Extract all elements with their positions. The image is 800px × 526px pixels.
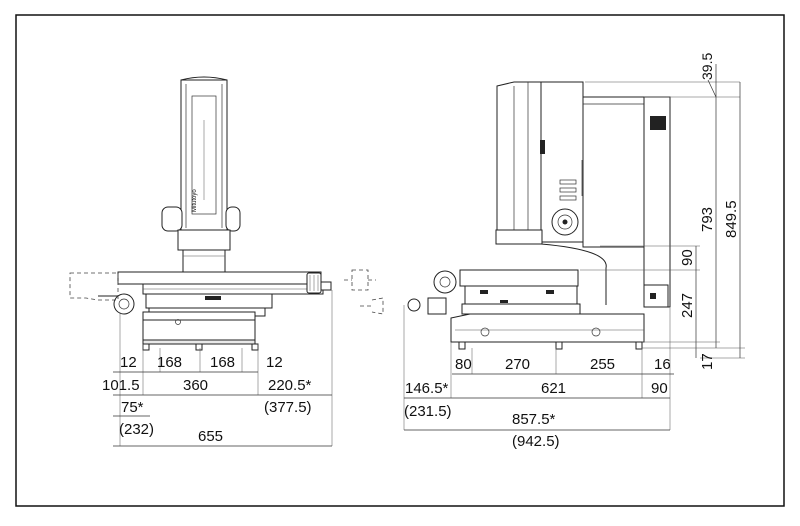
front-dim-total-width: 655 [198, 428, 223, 445]
front-dim-foot-spacing-1: 168 [157, 354, 182, 371]
side-dim-total-height: 849.5 [723, 200, 740, 238]
front-dim-left-star-alt: (232) [119, 421, 154, 438]
side-dim-front-overhang: 146.5* [405, 380, 449, 397]
front-dimensions: 12 168 168 12 101.5 360 220.5* (377.5) 7… [102, 290, 333, 447]
side-column [495, 81, 671, 308]
side-dim-front-offset: 80 [455, 356, 472, 373]
side-dim-total-depth: 857.5* [512, 411, 556, 428]
front-knob-symbols [344, 269, 384, 315]
column-brand-label: Mitutoyo [192, 189, 198, 212]
front-dim-right-overhang-alt: (377.5) [264, 399, 312, 416]
side-dim-rear-overhang: 90 [651, 380, 668, 397]
side-dim-top-offset: 39.5 [699, 53, 715, 80]
front-column: Mitutoyo [161, 76, 241, 273]
side-dim-foot-spacing-1: 270 [505, 356, 530, 373]
front-dim-foot-spacing-2: 168 [210, 354, 235, 371]
side-dimensions-horizontal: 80 270 255 16 146.5* 621 90 (231.5) 857.… [403, 305, 674, 450]
front-dim-left-star: 75* [121, 399, 144, 416]
side-dim-front-overhang-alt: (231.5) [404, 403, 452, 420]
front-view: Mitutoyo [69, 76, 384, 447]
side-dim-foot-spacing-2: 255 [590, 356, 615, 373]
side-dim-rear-offset: 16 [654, 356, 671, 373]
front-dim-left-overhang: 101.5 [102, 377, 140, 394]
side-base [450, 313, 645, 350]
side-view: 80 270 255 16 146.5* 621 90 (231.5) 857.… [403, 53, 745, 450]
side-dim-stage-height: 247 [679, 293, 696, 318]
front-dim-foot-right: 12 [266, 354, 283, 371]
front-dim-foot-left: 12 [120, 354, 137, 371]
side-dim-column-height: 793 [699, 207, 716, 232]
front-dim-base-width: 360 [183, 377, 208, 394]
side-stage [407, 269, 669, 315]
front-dim-right-overhang: 220.5* [268, 377, 312, 394]
side-dim-base-depth: 621 [541, 380, 566, 397]
side-dimensions-vertical: 39.5 793 849.5 90 247 17 [580, 53, 745, 370]
side-dim-stage-step: 90 [679, 249, 696, 266]
side-dim-total-depth-alt: (942.5) [512, 433, 560, 450]
side-dim-foot-height: 17 [699, 353, 716, 370]
front-base [142, 311, 259, 351]
